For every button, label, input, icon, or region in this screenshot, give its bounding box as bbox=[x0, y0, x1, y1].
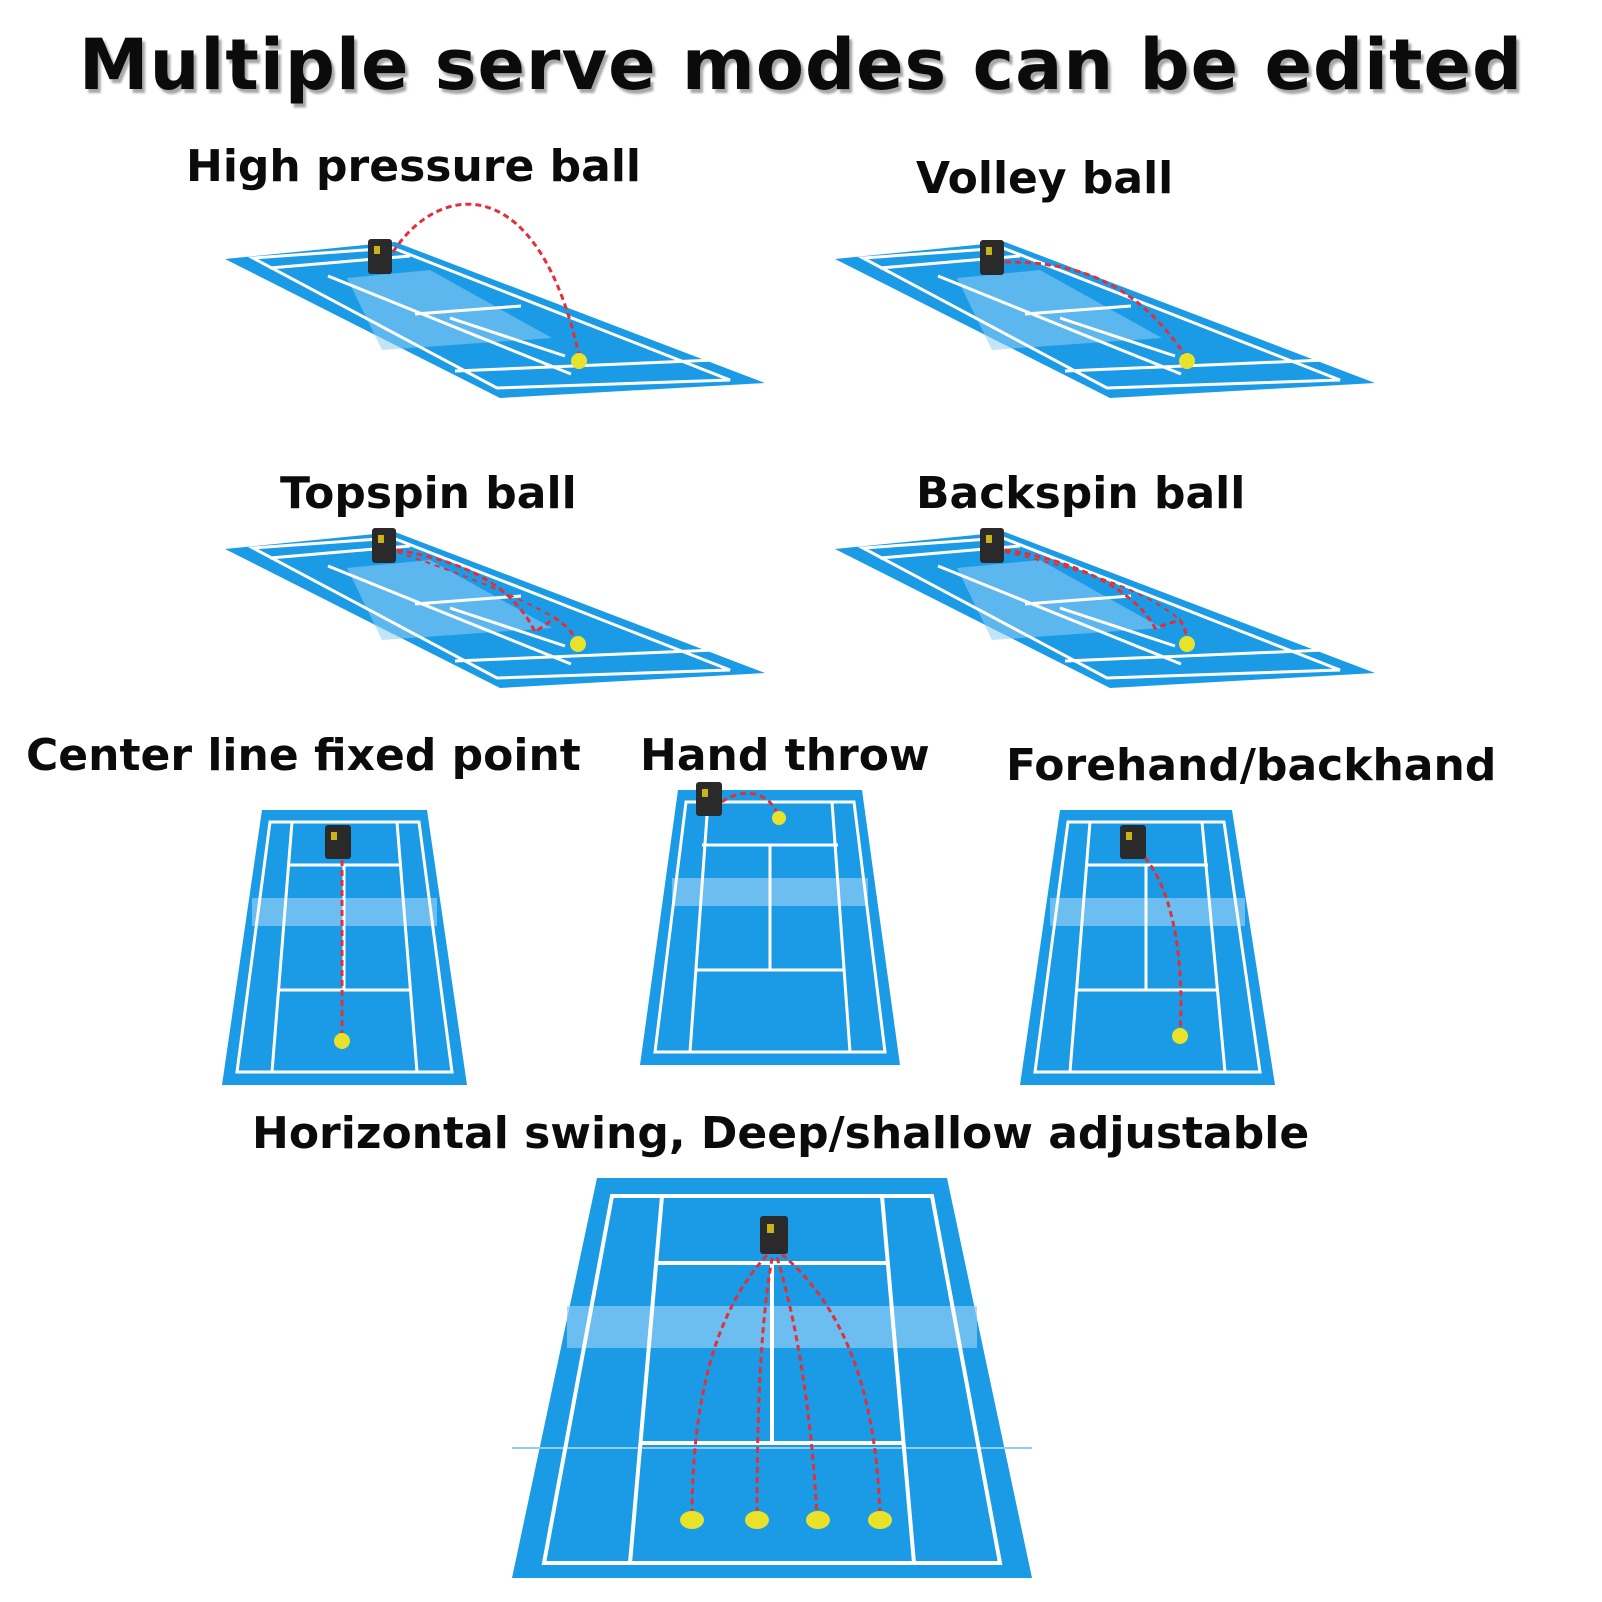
trajectory-line bbox=[396, 548, 579, 643]
court-horizontal-swing bbox=[512, 1178, 1032, 1578]
tennis-ball-icon bbox=[745, 1511, 769, 1529]
ball-machine-icon bbox=[760, 1216, 788, 1254]
ball-machine-icon bbox=[980, 240, 1004, 275]
court-high-pressure bbox=[225, 202, 765, 398]
court-hand-throw bbox=[640, 782, 900, 1065]
tennis-ball-icon bbox=[1179, 353, 1195, 369]
court-forehand-backhand bbox=[1020, 810, 1275, 1085]
label-high-pressure-ball: High pressure ball bbox=[186, 141, 641, 192]
label-horizontal-swing: Horizontal swing, Deep/shallow adjustabl… bbox=[252, 1108, 1310, 1159]
tennis-ball-icon bbox=[570, 636, 586, 652]
court-center-line bbox=[222, 810, 467, 1085]
court-backspin bbox=[835, 528, 1375, 688]
trajectory-line bbox=[1136, 848, 1183, 1035]
trajectory-line bbox=[391, 202, 582, 361]
label-topspin-ball: Topspin ball bbox=[280, 468, 577, 519]
tennis-ball-icon bbox=[1179, 636, 1195, 652]
tennis-ball-icon bbox=[868, 1511, 892, 1529]
tennis-ball-icon bbox=[1172, 1028, 1188, 1044]
tennis-ball-icon bbox=[334, 1033, 350, 1049]
trajectory-lines bbox=[690, 1246, 882, 1519]
trajectory-line bbox=[1004, 260, 1189, 359]
label-hand-throw: Hand throw bbox=[640, 730, 930, 781]
ball-machine-icon bbox=[372, 528, 396, 563]
page-title: Multiple serve modes can be edited bbox=[78, 24, 1524, 106]
tennis-ball-icon bbox=[806, 1511, 830, 1529]
ball-machine-icon bbox=[1120, 825, 1146, 859]
label-backspin-ball: Backspin ball bbox=[916, 468, 1246, 519]
trajectory-line bbox=[1004, 548, 1189, 643]
tennis-ball-icon bbox=[772, 811, 786, 825]
label-volley-ball: Volley ball bbox=[916, 153, 1174, 204]
ball-machine-icon bbox=[368, 239, 392, 274]
ball-machine-icon bbox=[696, 782, 722, 816]
label-center-line-fixed-point: Center line fixed point bbox=[26, 730, 581, 781]
court-topspin bbox=[225, 528, 765, 688]
label-forehand-backhand: Forehand/backhand bbox=[1006, 740, 1497, 791]
tennis-ball-icon bbox=[571, 353, 587, 369]
tennis-ball-icon bbox=[680, 1511, 704, 1529]
court-volley bbox=[835, 240, 1375, 398]
ball-machine-icon bbox=[980, 528, 1004, 563]
trajectory-line bbox=[721, 792, 780, 817]
ball-machine-icon bbox=[325, 825, 351, 859]
